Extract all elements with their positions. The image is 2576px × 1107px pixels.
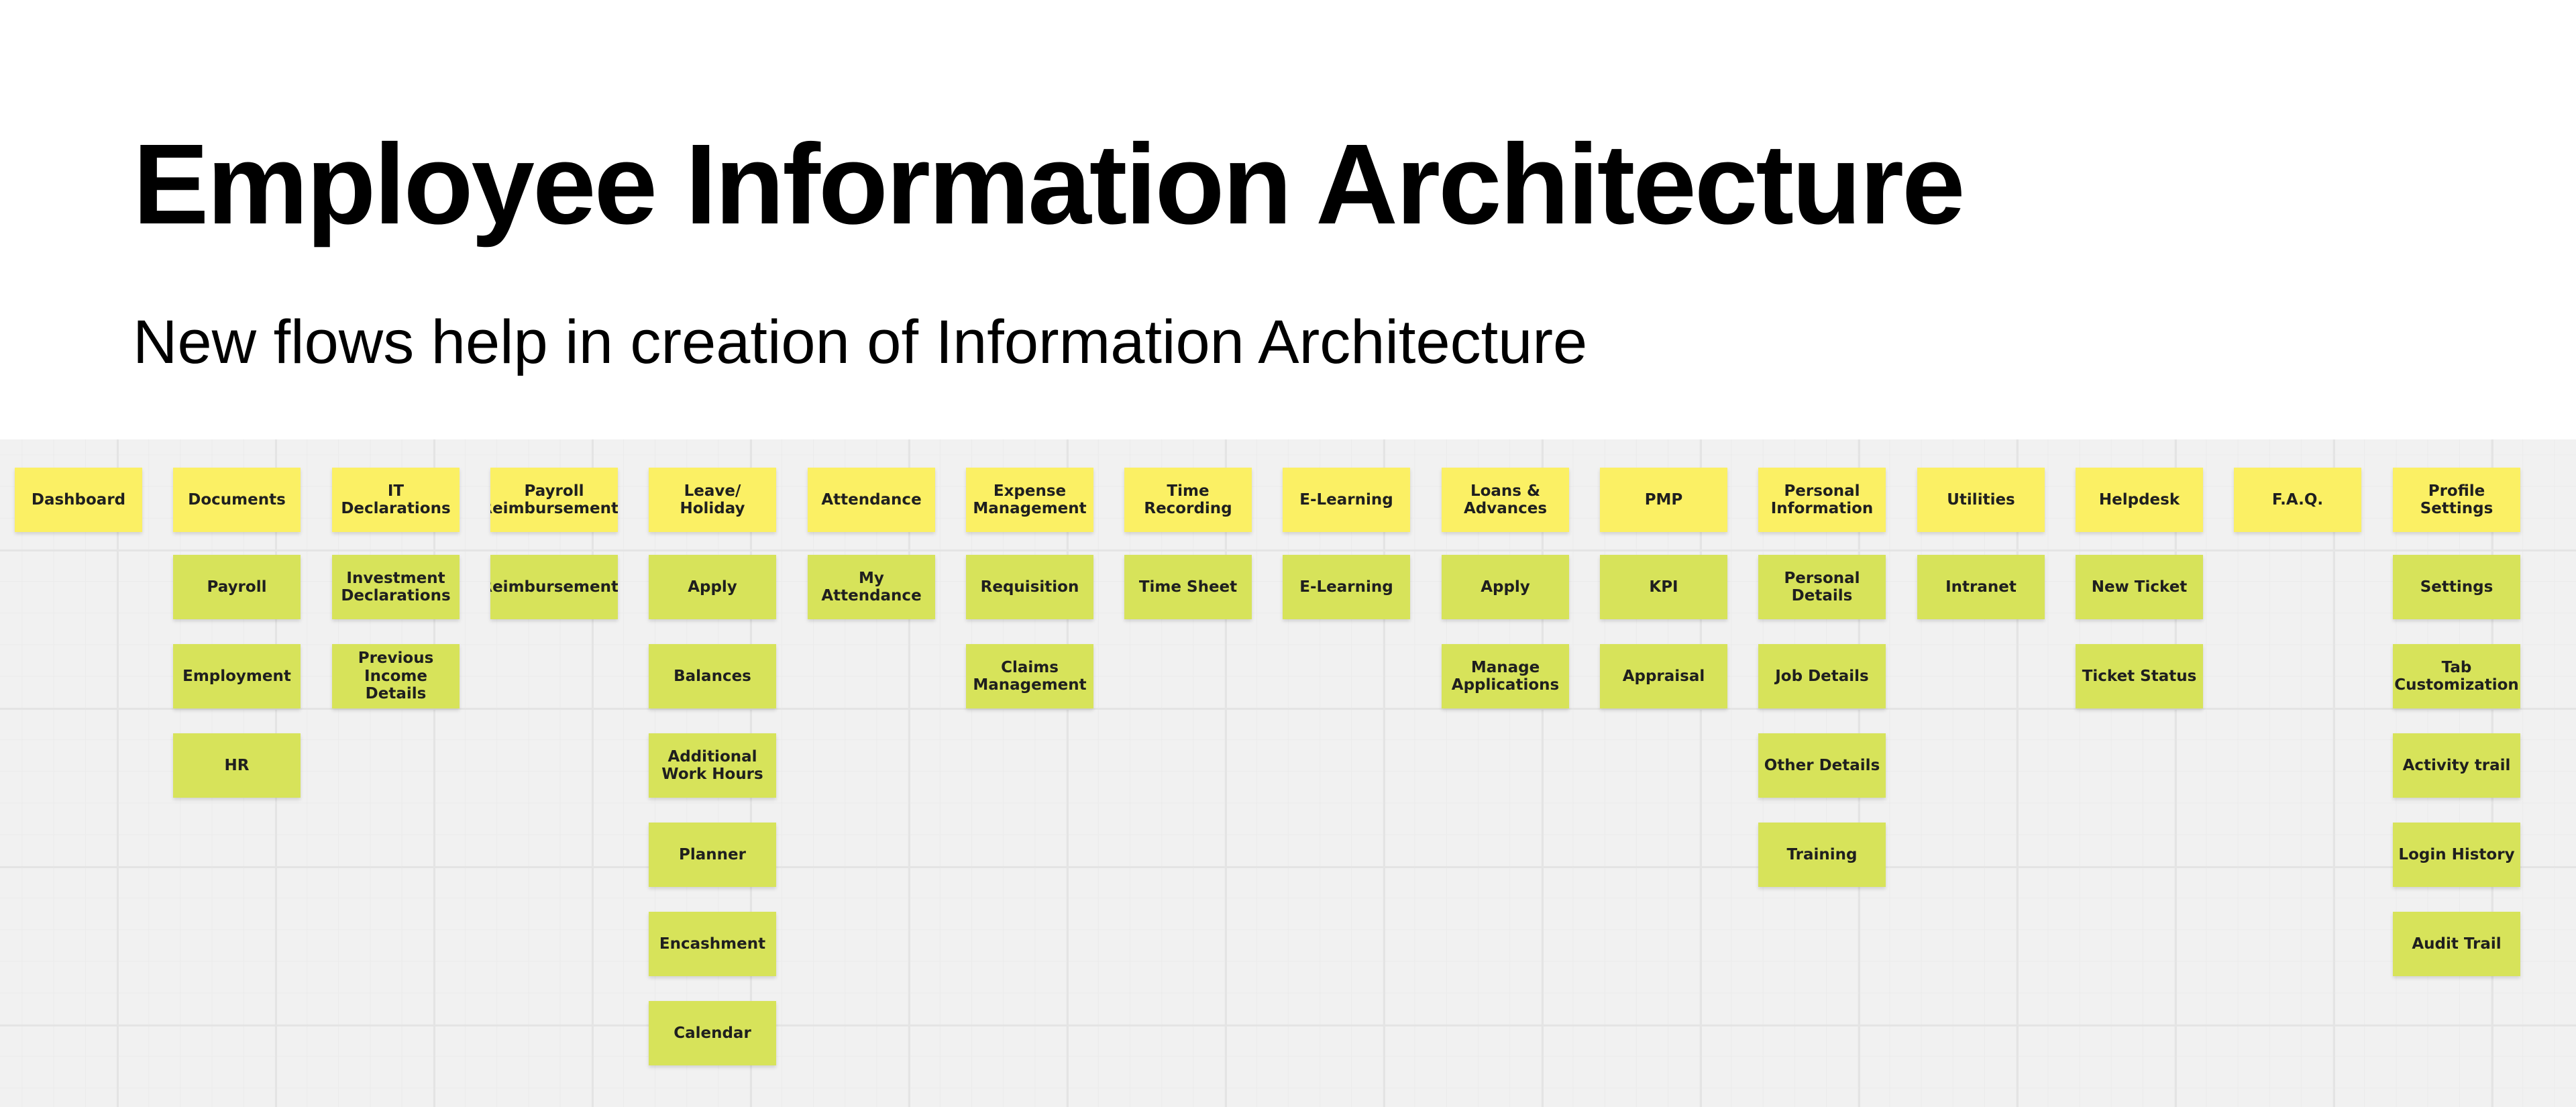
subitem-note-apply[interactable]: Apply [1442,555,1569,619]
subitem-note-payroll[interactable]: Payroll [173,555,301,619]
subitem-note-kpi[interactable]: KPI [1600,555,1727,619]
subitem-note-calendar[interactable]: Calendar [649,1001,776,1065]
subitem-note-planner[interactable]: Planner [649,823,776,887]
subitem-note-time-sheet[interactable]: Time Sheet [1124,555,1252,619]
subitem-note-additional-work-hours[interactable]: Additional Work Hours [649,733,776,798]
subitem-note-activity-trail[interactable]: Activity trail [2393,733,2520,798]
slide-header: Employee Information Architecture New fl… [0,0,2576,439]
category-note-time-recording[interactable]: Time Recording [1124,468,1252,532]
category-note-helpdesk[interactable]: Helpdesk [2076,468,2203,532]
subitem-note-my-attendance[interactable]: My Attendance [808,555,935,619]
subitem-note-reimbursements[interactable]: Reimbursements [490,555,618,619]
category-note-utilities[interactable]: Utilities [1917,468,2045,532]
subitem-note-login-history[interactable]: Login History [2393,823,2520,887]
subitem-note-hr[interactable]: HR [173,733,301,798]
subitem-note-appraisal[interactable]: Appraisal [1600,644,1727,708]
category-note-personal-information[interactable]: Personal Information [1758,468,1886,532]
page-title: Employee Information Architecture [133,121,1966,248]
category-note-e-learning[interactable]: E-Learning [1283,468,1410,532]
category-note-attendance[interactable]: Attendance [808,468,935,532]
category-note-it-declarations[interactable]: IT Declarations [332,468,460,532]
subitem-note-manage-applications[interactable]: Manage Applications [1442,644,1569,708]
subitem-note-new-ticket[interactable]: New Ticket [2076,555,2203,619]
subitem-note-audit-trail[interactable]: Audit Trail [2393,912,2520,976]
subitem-note-balances[interactable]: Balances [649,644,776,708]
subitem-note-job-details[interactable]: Job Details [1758,644,1886,708]
category-note-pmp[interactable]: PMP [1600,468,1727,532]
subitem-note-intranet[interactable]: Intranet [1917,555,2045,619]
subitem-note-claims-management[interactable]: Claims Management [966,644,1093,708]
category-note-expense-management[interactable]: Expense Management [966,468,1093,532]
subitem-note-encashment[interactable]: Encashment [649,912,776,976]
subitem-note-settings[interactable]: Settings [2393,555,2520,619]
subitem-note-training[interactable]: Training [1758,823,1886,887]
subitem-note-requisition[interactable]: Requisition [966,555,1093,619]
page-subtitle: New flows help in creation of Informatio… [133,308,1588,376]
category-note-documents[interactable]: Documents [173,468,301,532]
category-note-dashboard[interactable]: Dashboard [15,468,142,532]
subitem-note-tab-customization[interactable]: Tab Customization [2393,644,2520,708]
subitem-note-e-learning[interactable]: E-Learning [1283,555,1410,619]
category-note-profile-settings[interactable]: Profile Settings [2393,468,2520,532]
subitem-note-apply[interactable]: Apply [649,555,776,619]
subitem-note-employment[interactable]: Employment [173,644,301,708]
category-note-loans-advances[interactable]: Loans & Advances [1442,468,1569,532]
category-note-leave-holiday[interactable]: Leave/ Holiday [649,468,776,532]
subitem-note-personal-details[interactable]: Personal Details [1758,555,1886,619]
subitem-note-previous-income-details[interactable]: Previous Income Details [332,644,460,708]
subitem-note-ticket-status[interactable]: Ticket Status [2076,644,2203,708]
subitem-note-other-details[interactable]: Other Details [1758,733,1886,798]
category-note-f-a-q[interactable]: F.A.Q. [2234,468,2361,532]
category-note-payroll-reimbursements[interactable]: Payroll Reimbursements [490,468,618,532]
subitem-note-investment-declarations[interactable]: Investment Declarations [332,555,460,619]
